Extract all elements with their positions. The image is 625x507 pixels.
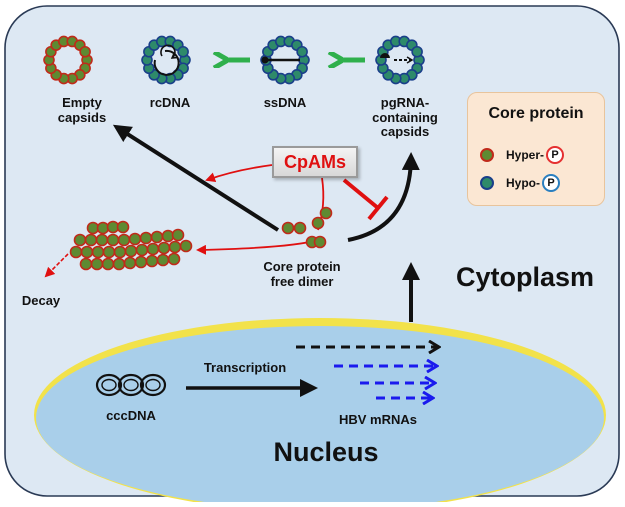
core-protein-free-dimers	[281, 206, 333, 249]
nucleus	[36, 326, 604, 507]
cpam-inhibition-line	[342, 178, 380, 210]
aggregate-subunit	[84, 233, 98, 247]
core-dimer-subunit	[293, 221, 307, 235]
cpams-label: CpAMs	[284, 151, 346, 172]
aggregate-subunit	[73, 233, 87, 247]
legend-title: Core protein	[488, 105, 584, 122]
legend-hyper-label: Hyper-	[506, 148, 545, 162]
cpam-arrow-to-empty-capsids	[205, 164, 273, 183]
core-dimer-subunit	[313, 235, 327, 249]
aggregate-subunit	[168, 240, 182, 254]
aggregate-subunit	[171, 228, 185, 242]
label-ssdna: ssDNA	[263, 95, 307, 110]
core-dimer-subunit	[281, 221, 295, 235]
aggregate-subunit	[156, 253, 170, 267]
capsid-subunit	[411, 45, 423, 58]
aggregate-subunit	[80, 245, 94, 259]
decay-arrow	[44, 253, 69, 278]
hypo-phosphorylated-bead-icon	[480, 176, 494, 190]
aggregate-subunit	[123, 256, 137, 270]
aggregate-subunit	[116, 220, 130, 234]
label-hbv-mrnas: HBV mRNAs	[338, 412, 417, 427]
aggregate-subunit	[179, 239, 193, 253]
cpam-inhibition-bar	[367, 195, 389, 221]
label-rcdna: rcDNA	[149, 95, 191, 110]
label-decay: Decay	[21, 293, 61, 308]
empty-capsid-shell	[43, 35, 93, 85]
capsid-subunit	[296, 45, 308, 58]
aggregate-subunit	[145, 254, 159, 268]
aggregate-subunit	[102, 245, 116, 259]
label-nucleus: Nucleus	[273, 437, 379, 467]
rcdna-circle-icon	[153, 44, 180, 76]
aggregate-subunit	[135, 243, 149, 257]
cccdna-rings-icon	[95, 373, 167, 397]
label-cytoplasm: Cytoplasm	[455, 262, 595, 292]
capsid-subunit	[79, 45, 91, 58]
aggregate-subunit	[106, 233, 120, 247]
pgrna-strand-icon	[380, 53, 414, 64]
aggregate-subunit	[128, 232, 142, 246]
pgrna-capsid-shell	[375, 35, 425, 85]
label-empty-capsids: Empty capsids	[57, 95, 107, 125]
aggregate-subunit	[139, 231, 153, 245]
legend-core-protein: Core protein Hyper- P Hypo- P	[467, 92, 605, 206]
aggregate-subunit	[124, 244, 138, 258]
legend-hypo-label: Hypo-	[506, 176, 540, 190]
aggregate-subunit	[117, 233, 131, 247]
aggregate-subunit	[167, 252, 181, 266]
aggregate-subunit	[134, 255, 148, 269]
aggregate-subunit	[91, 245, 105, 259]
cpams-box: CpAMs	[272, 146, 358, 178]
aggregate-subunit	[101, 257, 115, 271]
aggregate-subunit	[69, 245, 83, 259]
aggregate-subunit	[157, 241, 171, 255]
aggregate-subunit	[150, 230, 164, 244]
aggregate-subunit	[112, 257, 126, 271]
core-dimer-subunit	[311, 216, 325, 230]
aggregate-subunit	[113, 245, 127, 259]
aggregate-subunit	[90, 257, 104, 271]
phosphate-red-icon: P	[546, 146, 565, 164]
legend-item-hypo: Hypo- P	[480, 173, 560, 193]
core-dimer-subunit	[319, 206, 333, 220]
aggregate-subunit	[79, 257, 93, 271]
hyper-phosphorylated-bead-icon	[480, 148, 494, 162]
label-transcription: Transcription	[203, 360, 287, 375]
ssdna-capsid-shell	[260, 35, 310, 85]
core-protein-aggregate	[69, 220, 193, 271]
aggregate-subunit	[95, 233, 109, 247]
label-pgrna-capsids: pgRNA- containing capsids	[372, 95, 438, 140]
ssdna-strand-icon	[261, 56, 300, 64]
label-cccdna: cccDNA	[106, 408, 156, 423]
legend-item-hyper: Hyper- P	[480, 145, 565, 165]
assembly-arrow-empty-capsids	[112, 124, 280, 232]
label-core-dimer: Core protein free dimer	[263, 259, 341, 289]
assembly-arrow-pgrna-capsids	[347, 152, 420, 242]
phosphate-blue-icon: P	[542, 174, 560, 192]
aggregate-subunit	[146, 242, 160, 256]
capsid-subunit	[177, 45, 189, 58]
